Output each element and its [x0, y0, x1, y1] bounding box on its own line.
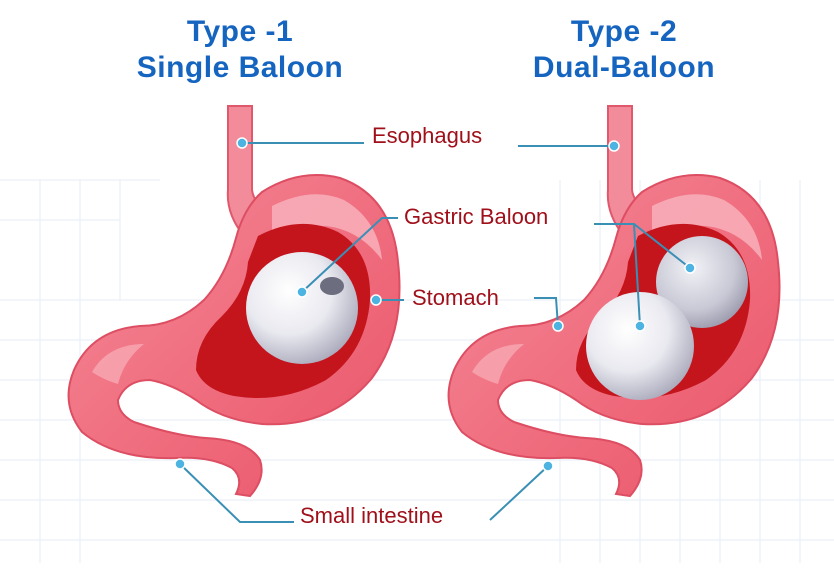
left-balloon-valve	[320, 277, 344, 295]
leader-gastric-left	[301, 217, 398, 293]
right-stomach-illustration	[447, 105, 781, 498]
dot-stomach-left	[370, 294, 382, 306]
label-gastric-balloon: Gastric Baloon	[404, 204, 549, 229]
title-type-2: Type -2 Dual-Baloon	[474, 14, 774, 86]
leader-intestine-left	[179, 463, 294, 523]
left-gastric-balloon	[246, 252, 358, 364]
dot-gastric-left	[296, 286, 308, 298]
title-type-1-line2: Single Baloon	[136, 51, 344, 84]
left-stomach-highlight	[272, 194, 382, 260]
label-stomach: Stomach	[412, 285, 499, 310]
label-esophagus: Esophagus	[372, 123, 483, 148]
leader-dots	[174, 137, 696, 472]
label-small-intestine: Small intestine	[300, 503, 444, 528]
dot-intestine-left	[174, 458, 186, 470]
dot-esophagus-left	[236, 137, 248, 149]
dot-gastric-right-upper	[684, 262, 696, 274]
title-type-2-line2: Dual-Baloon	[532, 51, 716, 84]
right-stomach-highlight	[652, 194, 762, 260]
leader-lines	[179, 142, 691, 523]
right-duodenum-highlight	[472, 344, 524, 384]
left-stomach-illustration	[67, 105, 401, 498]
title-type-1: Type -1 Single Baloon	[90, 14, 390, 86]
leader-gastric-right-b	[633, 223, 641, 327]
dot-intestine-right	[542, 460, 554, 472]
leader-stomach-right	[534, 297, 559, 327]
leader-intestine-right	[489, 465, 549, 521]
dot-stomach-right	[552, 320, 564, 332]
title-type-1-line1: Type -1	[186, 15, 294, 48]
dot-gastric-right-lower	[634, 320, 646, 332]
right-lower-balloon	[586, 292, 694, 400]
left-duodenum-highlight	[92, 344, 144, 384]
title-type-2-line1: Type -2	[570, 15, 678, 48]
dot-esophagus-right	[608, 140, 620, 152]
